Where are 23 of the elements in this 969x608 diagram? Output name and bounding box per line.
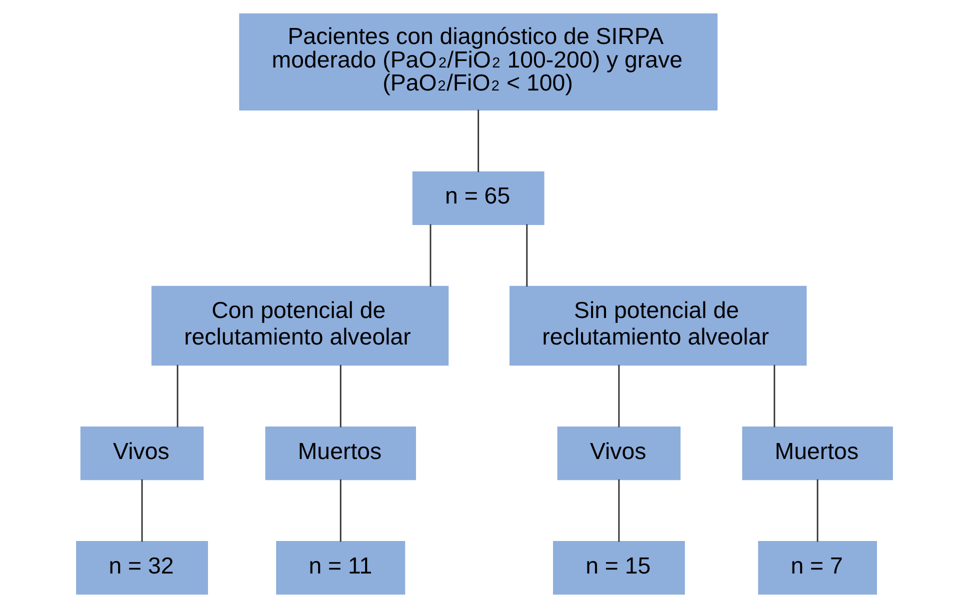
connector: [340, 364, 342, 428]
node-box: n = 65: [412, 171, 544, 225]
node-box: Pacientes con diagnóstico de SIRPA moderado (PaO2/FiO2 100-200) y grave (PaO2/FiO2 < 100): [239, 13, 718, 110]
connector: [478, 110, 480, 172]
connector: [816, 479, 818, 542]
node-box: Muertos: [265, 426, 416, 480]
node-box: n = 32: [76, 541, 208, 595]
connector: [618, 364, 620, 428]
node-box: Vivos: [557, 426, 681, 480]
connector: [340, 479, 342, 542]
node-box: n = 7: [758, 541, 877, 595]
connector: [526, 224, 528, 287]
connector: [176, 364, 178, 428]
connector: [141, 479, 143, 542]
node-box: Muertos: [742, 426, 893, 480]
node-box: Vivos: [80, 426, 204, 480]
node-box: Con potencial de reclutamiento alveolar: [151, 286, 449, 366]
node-box: n = 15: [553, 541, 685, 595]
connector: [430, 224, 432, 287]
node-box: n = 11: [276, 541, 406, 595]
node-box: Sin potencial de reclutamiento alveolar: [510, 286, 807, 366]
connector: [618, 479, 620, 542]
connector: [774, 364, 776, 428]
